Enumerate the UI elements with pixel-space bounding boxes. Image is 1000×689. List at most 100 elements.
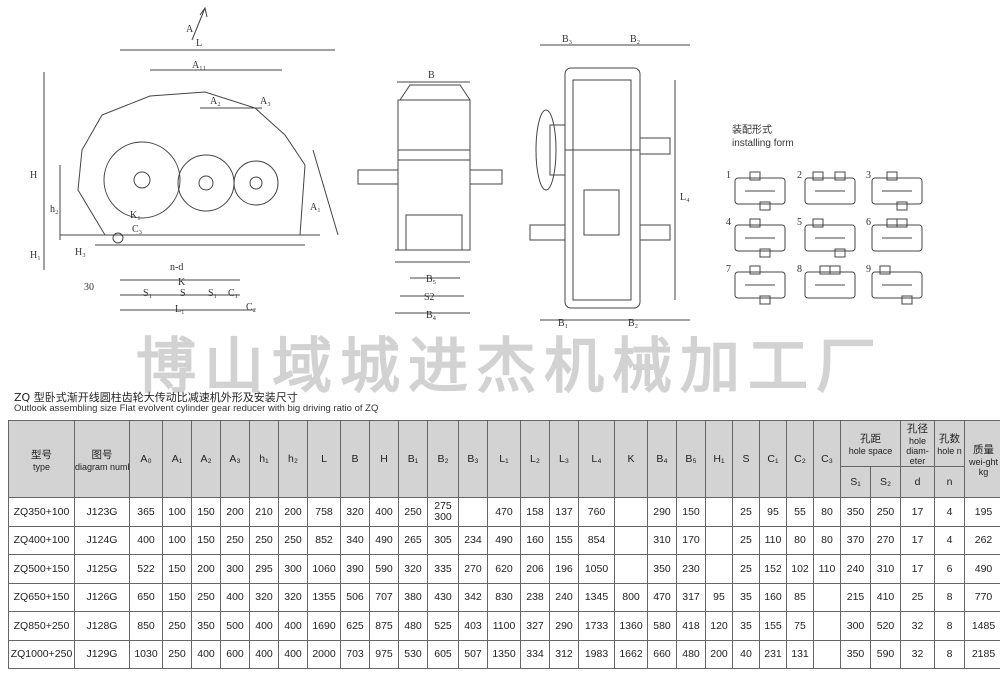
dim-label-H: H	[30, 170, 37, 181]
table-cell: 250	[278, 525, 308, 555]
table-cell: 17	[900, 525, 936, 555]
dim-label-A11: A₁₁	[192, 60, 206, 71]
table-cell	[458, 497, 488, 527]
table-cell: 1733	[578, 611, 615, 641]
mount-num-8: 8	[797, 264, 802, 275]
table-cell: 262	[964, 525, 1000, 555]
installing-form-title-cn: 装配形式	[732, 125, 772, 136]
caption-en: Outlook assembling size Flat evolvent cy…	[14, 403, 379, 414]
table-cell: 6	[934, 554, 966, 584]
table-cell: 350	[840, 639, 871, 669]
table-cell	[705, 497, 733, 527]
dimension-labels: A L A₁₁ A₂ A₃ A₁ H h₂ H₁ H₃ K₁ C₃ n-d K …	[30, 24, 690, 329]
col-header-n: n	[934, 466, 966, 498]
table-cell: 320	[340, 497, 370, 527]
table-cell: 875	[369, 611, 399, 641]
top-view	[529, 44, 690, 321]
front-view	[43, 6, 339, 311]
col-header-dim: L₂	[520, 420, 550, 498]
table-cell: 25	[732, 554, 760, 584]
table-cell: 300	[220, 554, 250, 584]
table-cell: 80	[813, 497, 841, 527]
table-cell: 320	[249, 582, 279, 612]
table-cell: 290	[549, 611, 579, 641]
col-header-dim: S	[732, 420, 760, 498]
table-cell: 250	[191, 582, 221, 612]
table-cell: 470	[647, 582, 677, 612]
table-cell: 32	[900, 639, 936, 669]
col-header-dim: B₂	[427, 420, 459, 498]
table-cell: 250	[220, 525, 250, 555]
col-header-dim: C₁	[759, 420, 787, 498]
table-cell: 590	[869, 639, 902, 669]
table-cell: 270	[458, 554, 488, 584]
table-cell: 310	[647, 525, 677, 555]
table-cell: 240	[549, 582, 579, 612]
table-cell: 770	[964, 582, 1000, 612]
table-cell: 650	[129, 582, 163, 612]
table-cell: 231	[759, 639, 787, 669]
dim-label-K: K	[178, 277, 186, 288]
dim-label-A2: A₂	[210, 96, 221, 107]
table-cell: 305	[427, 525, 459, 555]
reducer-drawings-svg: A L A₁₁ A₂ A₃ A₁ H h₂ H₁ H₃ K₁ C₃ n-d K …	[30, 6, 923, 329]
caption-cn: ZQ 型卧式渐开线圆柱齿轮大传动比减速机外形及安装尺寸	[14, 391, 298, 404]
table-cell: 480	[676, 639, 706, 669]
table-cell: 975	[369, 639, 399, 669]
table-cell: 100	[162, 497, 192, 527]
col-header-diagram: 图号 diagram number	[74, 420, 130, 498]
table-cell: 380	[398, 582, 428, 612]
model-cell: ZQ850+250	[8, 611, 75, 641]
table-cell: 342	[458, 582, 488, 612]
mount-num-6: 6	[866, 217, 871, 228]
col-header-dim: L	[307, 420, 341, 498]
table-cell: 200	[278, 497, 308, 527]
table-cell: 265	[398, 525, 428, 555]
table-cell: 1355	[307, 582, 341, 612]
table-cell: 1485	[964, 611, 1000, 641]
table-cell: 2000	[307, 639, 341, 669]
col-header-dim: A₃	[220, 420, 250, 498]
mount-num-5: 5	[797, 217, 802, 228]
dim-label-S1: S₁	[143, 288, 152, 299]
dim-label-C2: C₂	[246, 302, 256, 313]
table-cell: 1360	[614, 611, 648, 641]
dim-label-B3: B₃	[562, 34, 572, 45]
col-header-dim: L₄	[578, 420, 615, 498]
col-header-dim: h₁	[249, 420, 279, 498]
table-cell: 102	[786, 554, 814, 584]
dim-label-B5: B₅	[426, 274, 436, 285]
table-cell: 152	[759, 554, 787, 584]
col-header-d: d	[900, 466, 936, 498]
table-cell: 4	[934, 497, 966, 527]
table-cell: 215	[840, 582, 871, 612]
dim-label-B2-bottom: B₂	[628, 318, 638, 329]
table-cell: 1345	[578, 582, 615, 612]
table-cell: 55	[786, 497, 814, 527]
table-cell: 312	[549, 639, 579, 669]
table-cell: 95	[705, 582, 733, 612]
table-cell: 170	[676, 525, 706, 555]
col-header-dim: A₀	[129, 420, 163, 498]
table-cell: 4	[934, 525, 966, 555]
table-cell: 25	[900, 582, 936, 612]
col-header-s2: S₂	[869, 466, 902, 498]
col-header-dim: K	[614, 420, 648, 498]
table-cell: 350	[647, 554, 677, 584]
mount-num-2: 2	[797, 170, 802, 181]
table-cell: 234	[458, 525, 488, 555]
table-cell: 600	[220, 639, 250, 669]
table-cell: 150	[162, 554, 192, 584]
table-cell: 506	[340, 582, 370, 612]
table-cell: 8	[934, 611, 966, 641]
side-view	[357, 81, 503, 314]
col-header-dim: h₂	[278, 420, 308, 498]
installing-form-title-en: installing form	[732, 138, 794, 149]
table-cell	[614, 554, 648, 584]
table-cell: 317	[676, 582, 706, 612]
table-cell	[813, 582, 841, 612]
table-cell: 335	[427, 554, 459, 584]
table-cell: 707	[369, 582, 399, 612]
table-cell: 1100	[487, 611, 521, 641]
